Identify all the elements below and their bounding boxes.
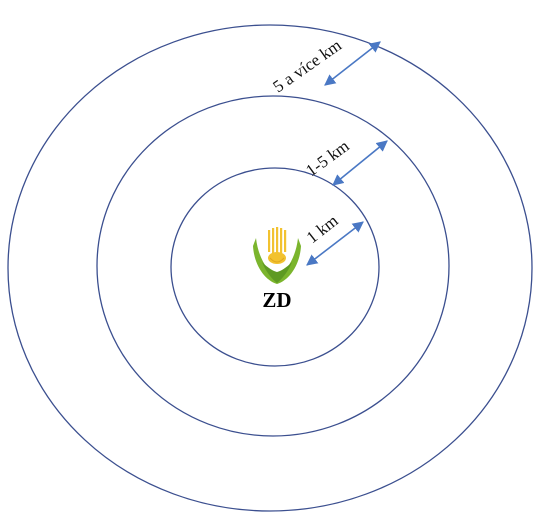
center-label: ZD: [262, 288, 291, 312]
middle-ring: [96, 95, 450, 437]
label-outer-zone: 5 a více km: [269, 35, 344, 96]
wheat-logo-icon: [253, 227, 301, 284]
inner-ring: [170, 167, 380, 367]
outer-ring: [7, 24, 533, 512]
label-inner-zone: 1 km: [303, 211, 342, 247]
arrow-inner-zone: [306, 221, 364, 266]
label-middle-zone: 1-5 km: [302, 136, 353, 180]
arrow-middle-zone: [332, 140, 388, 186]
arrow-outer-zone: [324, 41, 381, 86]
